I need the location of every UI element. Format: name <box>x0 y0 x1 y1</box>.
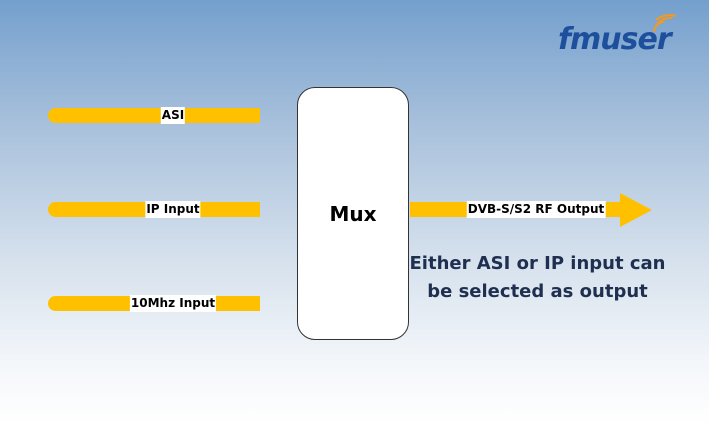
asi-label: ASI <box>160 107 186 124</box>
output-label: DVB-S/S2 RF Output <box>466 201 606 218</box>
mux-label: Mux <box>329 201 377 226</box>
mux-box: Mux <box>297 87 409 340</box>
ip-input-label: IP Input <box>145 201 201 218</box>
fmuser-logo: fmuser <box>558 22 672 57</box>
note-text: Either ASI or IP input can be selected a… <box>405 250 670 306</box>
note-line-1: Either ASI or IP input can <box>409 253 666 274</box>
signal-icon <box>653 14 677 33</box>
10mhz-input-label: 10Mhz Input <box>129 295 217 312</box>
note-line-2: be selected as output <box>427 281 648 302</box>
